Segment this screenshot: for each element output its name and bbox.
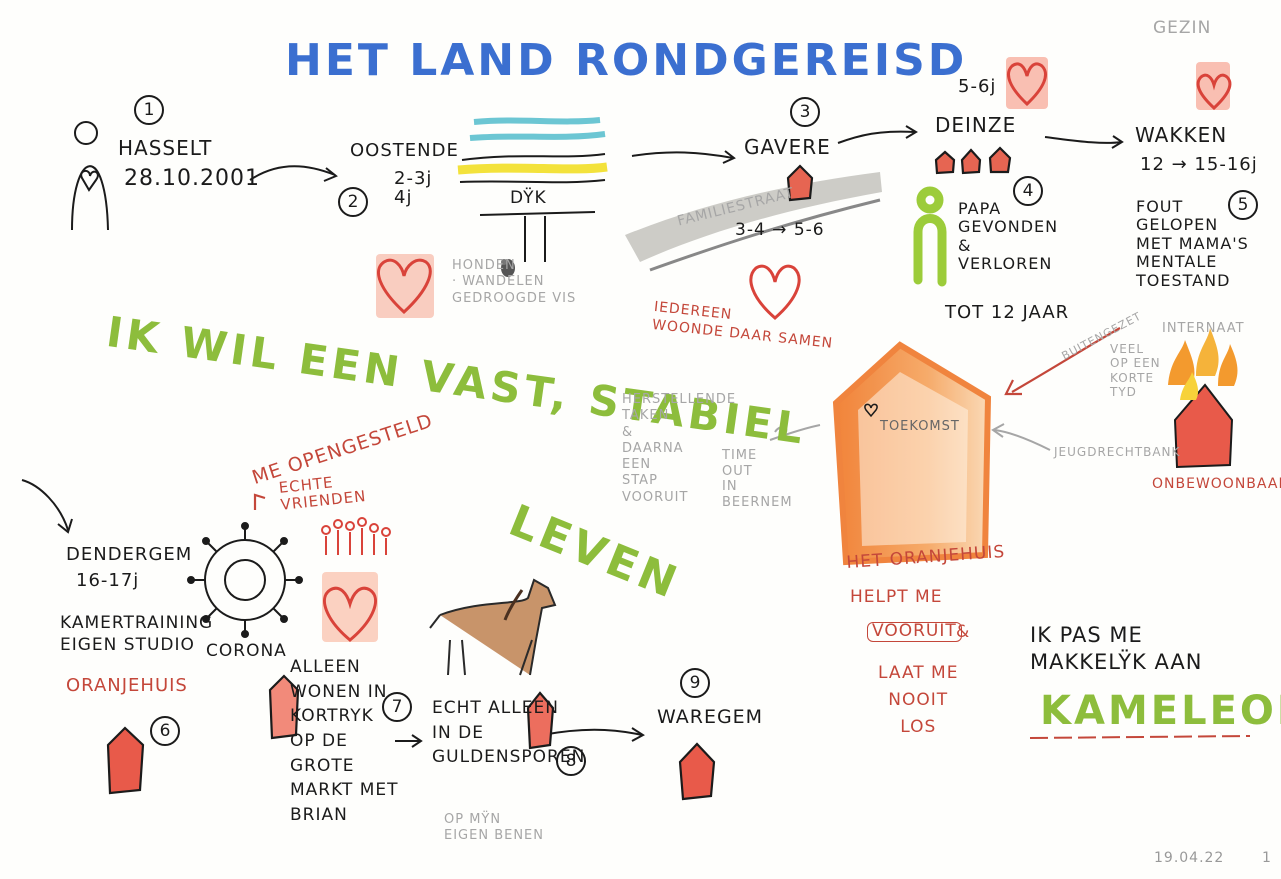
page-title: HET LAND RONDGEREISD — [285, 35, 968, 86]
stop-number-9: 9 — [680, 668, 710, 698]
label-internaat: INTERNAAT — [1162, 321, 1245, 336]
label-laat: LAAT ME NOOIT LOS — [878, 663, 959, 738]
stop-number-4: 4 — [1013, 176, 1043, 206]
label-page-number: 1 — [1262, 850, 1272, 866]
label-toekomst: TOEKOMST — [880, 419, 960, 434]
label-papa: PAPA GEVONDEN & VERLOREN — [958, 199, 1059, 274]
stop-gavere: GAVERE — [744, 135, 831, 159]
burning-house — [1168, 328, 1238, 469]
stop-number-8: 8 — [556, 746, 586, 776]
heart-icons — [322, 57, 1232, 642]
label-herstellende: HERSTELLENDE TAKEN & DAARNA EEN STAP VOO… — [622, 392, 737, 505]
label-veel: VEEL OP EEN KORTE TYD — [1110, 342, 1161, 400]
label-dijk: DŸK — [510, 188, 547, 208]
label-onbewoonbaar: ONBEWOONBAAR — [1152, 476, 1281, 492]
stop-dendergem: DENDERGEM — [66, 544, 193, 565]
toekomst-house — [832, 341, 992, 566]
stop-kortryk: ALLEEN WONEN IN KORTRYK OP DE GROTE MARK… — [290, 657, 399, 825]
papa-figure — [913, 186, 947, 287]
loop-mark — [774, 426, 788, 435]
dog-icon — [501, 259, 515, 277]
label-kamertraining: KAMERTRAINING EIGEN STUDIO — [60, 613, 214, 656]
label-amp: & — [956, 622, 971, 642]
stop-wakken-age: 12 → 15-16j — [1140, 154, 1258, 175]
route-arrows — [21, 125, 1124, 748]
coast-drawing — [457, 117, 608, 262]
label-jeugdrechtbank: JEUGDRECHTBANK — [1054, 445, 1181, 459]
stop-number-7: 7 — [382, 692, 412, 722]
kameleon-underline — [1029, 735, 1251, 739]
stop-oostende-age: 2-3j 4j — [394, 168, 433, 208]
label-kameleon: KAMELEON — [1040, 688, 1281, 734]
stop-wakken: WAKKEN — [1135, 123, 1228, 147]
label-ik-pas: IK PAS ME MAKKELŸK AAN — [1030, 623, 1203, 675]
label-oranjehuis-small: ORANJEHUIS — [66, 675, 188, 696]
label-date: 19.04.22 — [1154, 850, 1225, 866]
stop-deinze-age: 5-6j — [958, 76, 997, 97]
label-oranjehuis-2: HELPT ME — [850, 587, 943, 607]
house-icons — [106, 146, 1012, 801]
stop-number-3: 3 — [790, 97, 820, 127]
label-tot12: TOT 12 JAAR — [945, 302, 1070, 323]
stop-number-5: 5 — [1228, 190, 1258, 220]
stop-guldensporen: ECHT ALLEEN IN DE GULDENSPOREN — [432, 698, 586, 768]
stop-number-1: 1 — [134, 95, 164, 125]
stop-hasselt-date: 28.10.2001 — [124, 166, 260, 191]
stop-number-6: 6 — [150, 716, 180, 746]
friends-icon — [321, 517, 391, 555]
label-eigen-benen: OP MŸN EIGEN BENEN — [444, 812, 544, 843]
stop-number-2: 2 — [338, 187, 368, 217]
road-drawing — [625, 172, 882, 272]
stop-gavere-age: 3-4 → 5-6 — [735, 220, 825, 240]
horse-icon — [429, 578, 557, 676]
stop-dendergem-age: 16-17j — [76, 570, 140, 591]
stop-deinze: DEINZE — [935, 113, 1017, 137]
annotation-arrows — [253, 327, 1121, 510]
label-fout: FOUT GELOPEN MET MAMA'S MENTALE TOESTAND — [1136, 197, 1249, 290]
label-vooruit: VOORUIT — [867, 622, 962, 642]
person-icon — [71, 121, 109, 231]
corona-icon — [187, 522, 303, 638]
label-timeout: TIME OUT IN BEERNEM — [722, 448, 793, 510]
label-corona: CORONA — [206, 641, 287, 661]
stop-waregem: WAREGEM — [657, 706, 764, 728]
stop-hasselt: HASSELT — [118, 136, 213, 160]
label-gezin: GEZIN — [1153, 18, 1212, 38]
label-honden: HONDEN · WANDELEN GEDROOGDE VIS — [452, 258, 577, 306]
stop-oostende: OOSTENDE — [350, 140, 459, 161]
